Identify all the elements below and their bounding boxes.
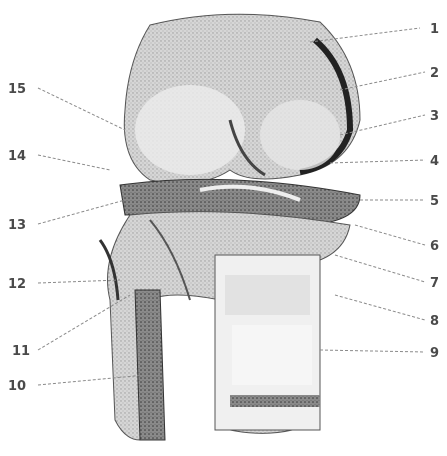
label-15: 15 — [8, 82, 26, 97]
label-2: 2 — [430, 66, 439, 81]
left-labels: 15 14 13 12 11 10 — [8, 82, 30, 394]
right-labels: 1 2 3 4 5 6 7 8 9 — [430, 22, 439, 361]
label-3: 3 — [430, 109, 439, 124]
leader-line-4 — [330, 160, 425, 163]
leader-line-13 — [38, 200, 125, 224]
leader-line-6 — [355, 225, 425, 245]
femur-shape — [124, 14, 360, 183]
leader-line-7 — [335, 255, 425, 282]
label-13: 13 — [8, 218, 26, 233]
label-9: 9 — [430, 346, 439, 361]
leader-line-15 — [38, 88, 125, 130]
leader-line-8 — [335, 295, 425, 320]
leader-line-14 — [38, 155, 110, 170]
label-8: 8 — [430, 314, 439, 329]
label-7: 7 — [430, 276, 439, 291]
label-4: 4 — [430, 154, 439, 169]
leader-line-9 — [320, 350, 425, 352]
label-12: 12 — [8, 277, 26, 292]
label-1: 1 — [430, 22, 439, 37]
label-14: 14 — [8, 149, 26, 164]
label-10: 10 — [8, 379, 26, 394]
label-6: 6 — [430, 239, 439, 254]
label-11: 11 — [12, 344, 30, 359]
label-5: 5 — [430, 194, 439, 209]
